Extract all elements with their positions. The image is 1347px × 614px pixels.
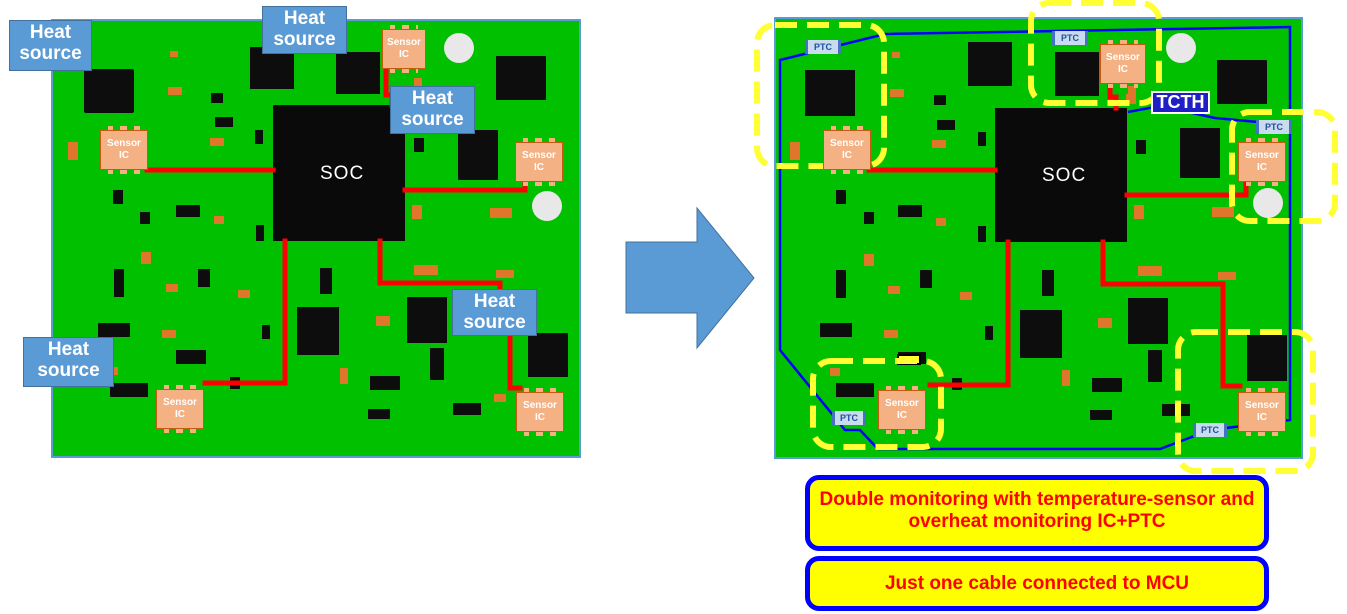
- heat-source-line2: source: [37, 360, 100, 381]
- sensor-ic-line2: IC: [1257, 412, 1267, 423]
- sensor-ic-line1: Sensor: [107, 138, 141, 149]
- heat-source-tag: Heat source: [390, 86, 475, 134]
- heat-source-tag: Heat source: [262, 6, 347, 54]
- heat-source-line1: Heat: [47, 339, 90, 360]
- sensor-ic-line2: IC: [535, 412, 545, 423]
- sensor-ic-line2: IC: [842, 150, 852, 161]
- sensor-ic-line1: Sensor: [1245, 400, 1279, 411]
- sensor-ic: Sensor IC: [516, 388, 564, 436]
- sensor-ic-line2: IC: [119, 150, 129, 161]
- heat-source-line2: source: [19, 43, 82, 64]
- sensor-ic-line1: Sensor: [163, 397, 197, 408]
- sensor-ic: Sensor IC: [1238, 138, 1286, 186]
- sensor-ic: Sensor IC: [156, 385, 204, 433]
- sensor-ic-line2: IC: [399, 49, 409, 60]
- ptc-thermistor: PTC: [1193, 423, 1227, 437]
- heat-source-line1: Heat: [473, 291, 516, 312]
- ptc-thermistor: PTC: [1256, 120, 1292, 134]
- sensor-ic: Sensor IC: [382, 25, 426, 73]
- ptc-thermistor: PTC: [832, 411, 866, 425]
- heat-source-line2: source: [401, 109, 464, 130]
- sensor-ic-line2: IC: [175, 409, 185, 420]
- heat-source-line2: source: [273, 29, 336, 50]
- sensor-ic-line1: Sensor: [387, 37, 421, 48]
- heat-source-line1: Heat: [411, 88, 454, 109]
- sensor-ic: Sensor IC: [1238, 388, 1286, 436]
- sensor-ic-line1: Sensor: [885, 398, 919, 409]
- soc-chip-right: [995, 108, 1127, 242]
- sensor-ic-line2: IC: [534, 162, 544, 173]
- sensor-ic-line1: Sensor: [522, 150, 556, 161]
- heat-source-tag: Heat source: [452, 289, 537, 336]
- heat-source-tag: Heat source: [23, 337, 114, 387]
- tcth-chip: TCTH: [1151, 91, 1210, 114]
- sensor-ic: Sensor IC: [100, 126, 148, 174]
- sensor-ic-line2: IC: [897, 410, 907, 421]
- sensor-ic-line2: IC: [1118, 64, 1128, 75]
- ptc-thermistor: PTC: [1052, 31, 1088, 45]
- transition-arrow: [625, 206, 755, 350]
- before-board: [51, 19, 581, 458]
- sensor-ic: Sensor IC: [515, 138, 563, 186]
- heat-source-line2: source: [463, 312, 526, 333]
- heat-source-tag: Heat source: [9, 20, 92, 71]
- soc-label-left: SOC: [320, 163, 365, 184]
- ptc-thermistor: PTC: [805, 40, 841, 54]
- sensor-ic: Sensor IC: [1100, 40, 1146, 88]
- soc-label-right: SOC: [1042, 165, 1087, 186]
- after-board: [754, 0, 1338, 474]
- heat-source-line1: Heat: [29, 22, 72, 43]
- one-cable-note: Just one cable connected to MCU: [805, 556, 1269, 611]
- highlight-boxes: [754, 0, 1338, 474]
- sensor-ic-line1: Sensor: [1245, 150, 1279, 161]
- sensor-ic: Sensor IC: [878, 386, 926, 434]
- sensor-ic-line1: Sensor: [523, 400, 557, 411]
- heat-source-line1: Heat: [283, 8, 326, 29]
- soc-chip-left: [273, 105, 405, 241]
- sensor-ic-line1: Sensor: [830, 138, 864, 149]
- double-monitoring-note: Double monitoring with temperature-senso…: [805, 475, 1269, 551]
- sensor-ic: Sensor IC: [823, 126, 871, 174]
- sensor-ic-line2: IC: [1257, 162, 1267, 173]
- sensor-ic-line1: Sensor: [1106, 52, 1140, 63]
